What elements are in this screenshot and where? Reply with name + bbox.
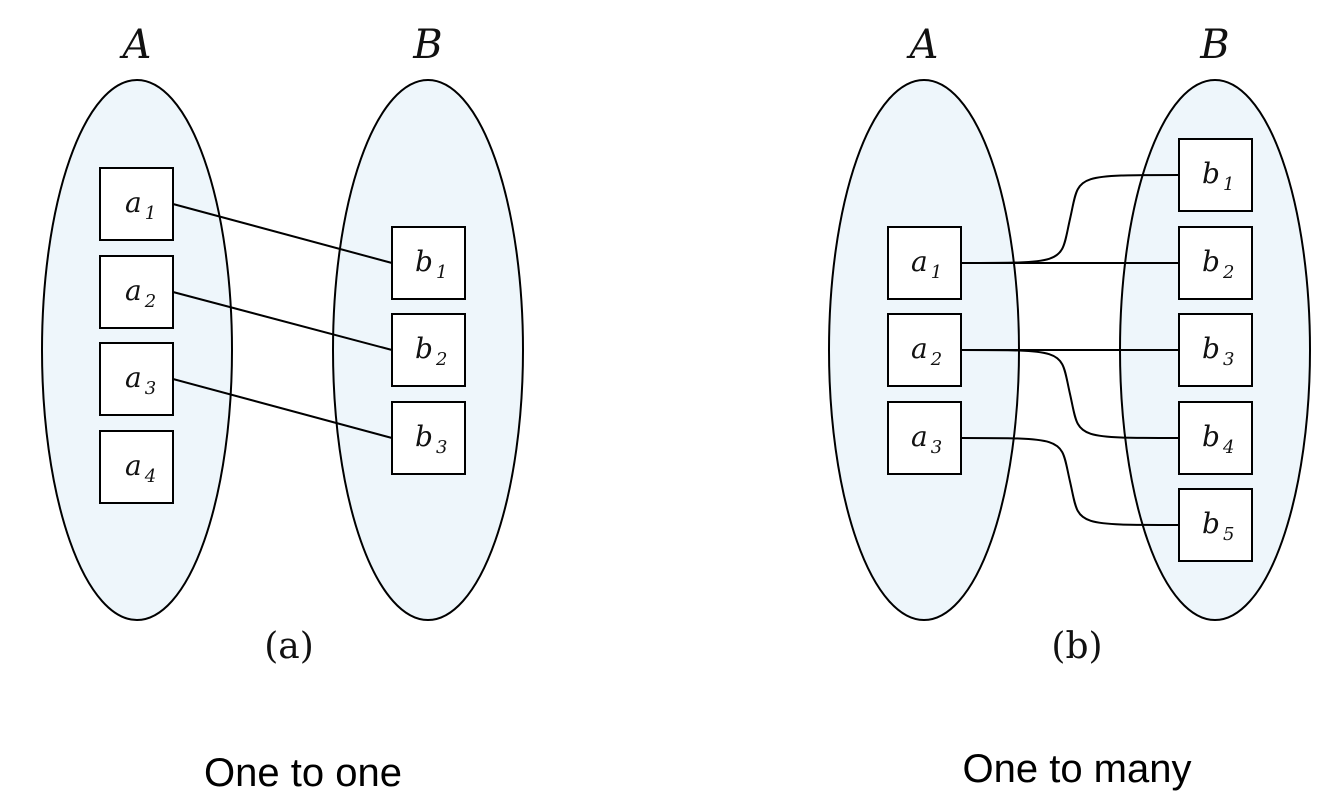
relationship-link (960, 174, 1180, 264)
svg-text:a3: a3 (125, 361, 156, 399)
element-subscript: 2 (435, 349, 447, 370)
element-base: b (1202, 245, 1220, 278)
svg-text:b4: b4 (1202, 420, 1234, 458)
element-subscript: 3 (1223, 349, 1234, 370)
element-subscript: 4 (144, 466, 156, 487)
element-base: a (125, 361, 142, 394)
element-subscript: 1 (436, 262, 447, 283)
element-subscript: 4 (1222, 437, 1234, 458)
svg-text:b2: b2 (415, 332, 447, 370)
element-base: b (1202, 157, 1220, 190)
element-subscript: 2 (930, 349, 942, 370)
element-subscript: 2 (144, 291, 156, 312)
panel-label: (b) (1051, 626, 1102, 667)
svg-text:b1: b1 (415, 245, 447, 283)
element-subscript: 3 (436, 437, 447, 458)
element-base: a (911, 245, 928, 278)
element-base: a (911, 332, 928, 365)
element-subscript: 1 (1223, 174, 1234, 195)
element-base: a (125, 186, 142, 219)
element-base: b (1202, 420, 1220, 453)
svg-text:a4: a4 (125, 449, 156, 487)
svg-text:a3: a3 (911, 420, 942, 458)
relationship-links (172, 203, 393, 439)
svg-text:b3: b3 (415, 420, 447, 458)
element-subscript: 1 (931, 262, 942, 283)
caption: One to many (962, 747, 1191, 791)
svg-text:b3: b3 (1202, 332, 1234, 370)
relationship-link (960, 437, 1180, 526)
svg-text:a2: a2 (125, 274, 156, 312)
element-subscript: 1 (145, 203, 156, 224)
element-base: a (125, 274, 142, 307)
relationship-link (960, 349, 1180, 439)
svg-text:a2: a2 (911, 332, 942, 370)
element-subscript: 2 (1222, 262, 1234, 283)
element-base: b (1202, 507, 1220, 540)
element-base: b (415, 245, 433, 278)
element-base: a (911, 420, 928, 453)
element-subscript: 3 (931, 437, 942, 458)
set-a-label: A (906, 22, 939, 68)
panel-label: (a) (264, 626, 314, 667)
set-a-label: A (119, 22, 152, 68)
set-b-label: B (412, 22, 442, 68)
relationship-link (172, 291, 393, 351)
svg-text:b1: b1 (1202, 157, 1234, 195)
relationship-links (960, 174, 1180, 526)
element-subscript: 5 (1223, 524, 1234, 545)
element-base: a (125, 449, 142, 482)
element-subscript: 3 (145, 378, 156, 399)
element-base: b (1202, 332, 1220, 365)
svg-text:a1: a1 (911, 245, 942, 283)
caption: One to one (204, 751, 402, 795)
set-b-label: B (1199, 22, 1229, 68)
svg-text:a1: a1 (125, 186, 156, 224)
svg-text:b5: b5 (1202, 507, 1234, 545)
relationship-link (172, 378, 393, 439)
element-base: b (415, 420, 433, 453)
element-base: b (415, 332, 433, 365)
svg-text:b2: b2 (1202, 245, 1234, 283)
relationship-link (172, 203, 393, 264)
